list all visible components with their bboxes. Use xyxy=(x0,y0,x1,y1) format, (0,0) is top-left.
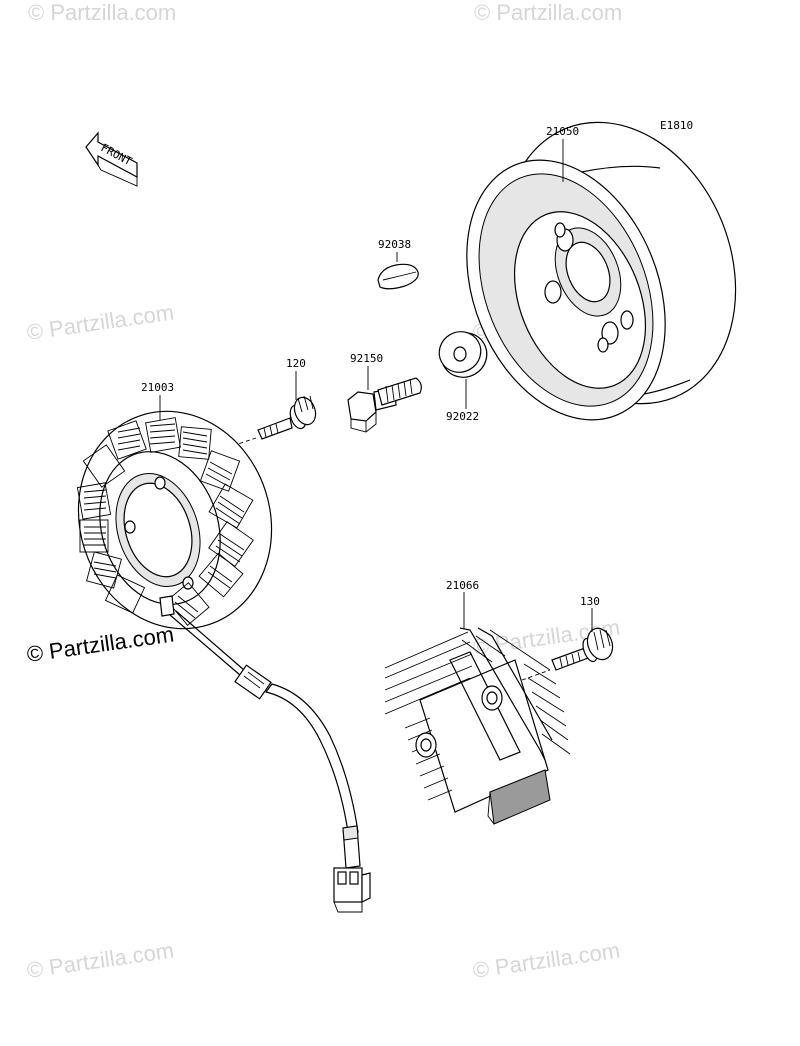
watermark-bottom-right: © Partzilla.com xyxy=(471,938,621,983)
stator xyxy=(76,410,273,630)
part-label-regulator-bolt: 130 xyxy=(580,595,600,608)
woodruff-key xyxy=(377,263,419,290)
part-label-regulator: 21066 xyxy=(446,579,479,592)
watermark-top-right: © Partzilla.com xyxy=(474,0,622,25)
stator-bolt xyxy=(257,395,317,440)
stator-wire-harness xyxy=(169,610,371,913)
stator-coils xyxy=(76,417,254,626)
watermark-top-left: © Partzilla.com xyxy=(28,0,176,25)
part-label-flywheel: 21050 xyxy=(546,125,579,138)
regulator-rectifier xyxy=(384,627,571,825)
part-label-stator: 21003 xyxy=(141,381,174,394)
watermark-mid-left: © Partzilla.com xyxy=(25,300,175,345)
part-label-key: 92038 xyxy=(378,238,411,251)
regulator-bolt-axis xyxy=(521,669,551,681)
washer xyxy=(438,331,488,378)
watermark-bottom-left: © Partzilla.com xyxy=(25,938,175,983)
watermark-main: © Partzilla.com xyxy=(25,622,175,667)
part-label-flywheel-bolt: 92150 xyxy=(350,352,383,365)
part-label-stator-bolt: 120 xyxy=(286,357,306,370)
diagram-code: E1810 xyxy=(660,119,693,132)
front-arrow-icon: FRONT xyxy=(85,131,138,187)
connector-plug-icon xyxy=(333,867,371,913)
regulator-bolt xyxy=(551,627,614,671)
flywheel-rotor xyxy=(466,121,737,421)
stator-bolt-axis xyxy=(225,437,257,449)
flywheel-bolt xyxy=(347,377,422,433)
part-label-washer: 92022 xyxy=(446,410,479,423)
